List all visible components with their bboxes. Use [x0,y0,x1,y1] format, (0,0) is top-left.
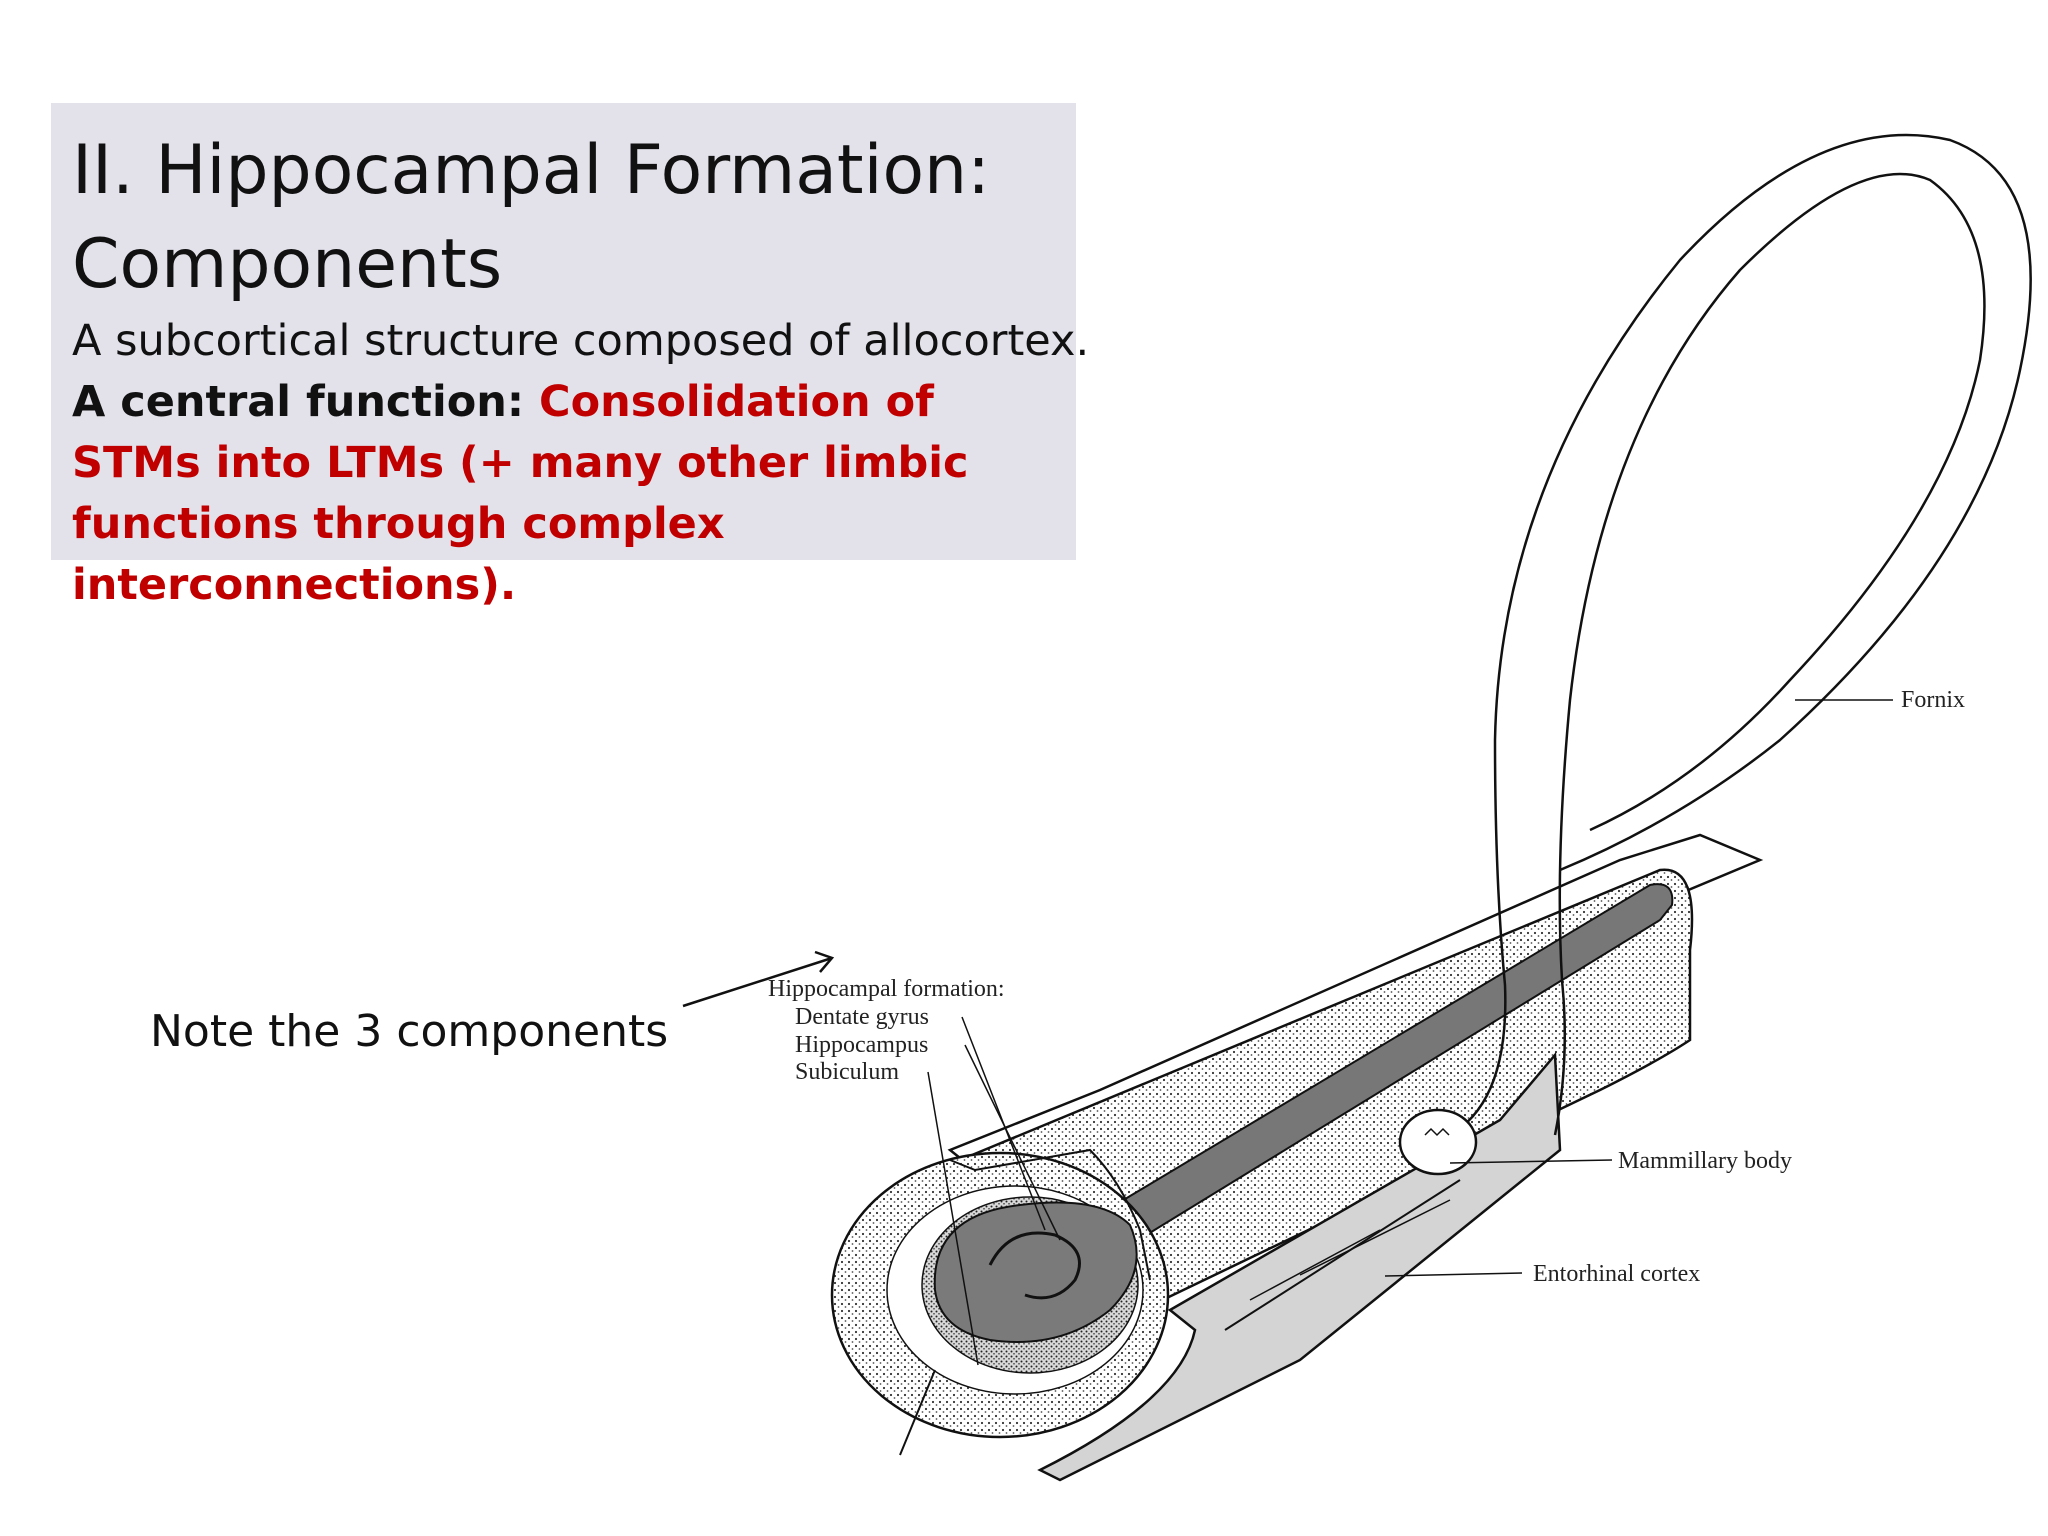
fornix-inner-edge [1553,172,1986,1136]
fornix-outer-edge [1439,133,2032,1142]
slide-title: II. Hippocampal Formation: Components [72,124,1072,312]
dentate-curve [988,1231,1081,1300]
label-formation: Hippocampal formation: [768,976,1005,1002]
central-function: A central function: Consolidation of STM… [72,372,1072,616]
mammillary-body [1398,1108,1478,1176]
label-entorhinal-cortex: Entorhinal cortex [1533,1261,1700,1287]
dark-stripe [1088,883,1674,1247]
cross-section-core [933,1201,1138,1343]
note-text: Note the 3 components [150,1006,669,1057]
title-line-1: II. Hippocampal Formation: [72,131,991,210]
arrowhead-icon [814,950,835,973]
note-arrow [682,956,833,1008]
label-hippocampus: Hippocampus [795,1032,928,1058]
title-box [51,103,1076,560]
label-fornix: Fornix [1901,687,1965,713]
title-line-2: Components [72,225,503,304]
label-mammillary-body: Mammillary body [1618,1148,1792,1174]
slide-subtitle: A subcortical structure composed of allo… [72,316,1090,366]
label-dentate-gyrus: Dentate gyrus [795,1004,929,1030]
function-label: A central function: [72,377,540,427]
label-subiculum: Subiculum [795,1059,899,1085]
cut-plane [949,1148,1151,1281]
function-text: Consolidation of STMs into LTMs (+ many … [72,377,969,610]
